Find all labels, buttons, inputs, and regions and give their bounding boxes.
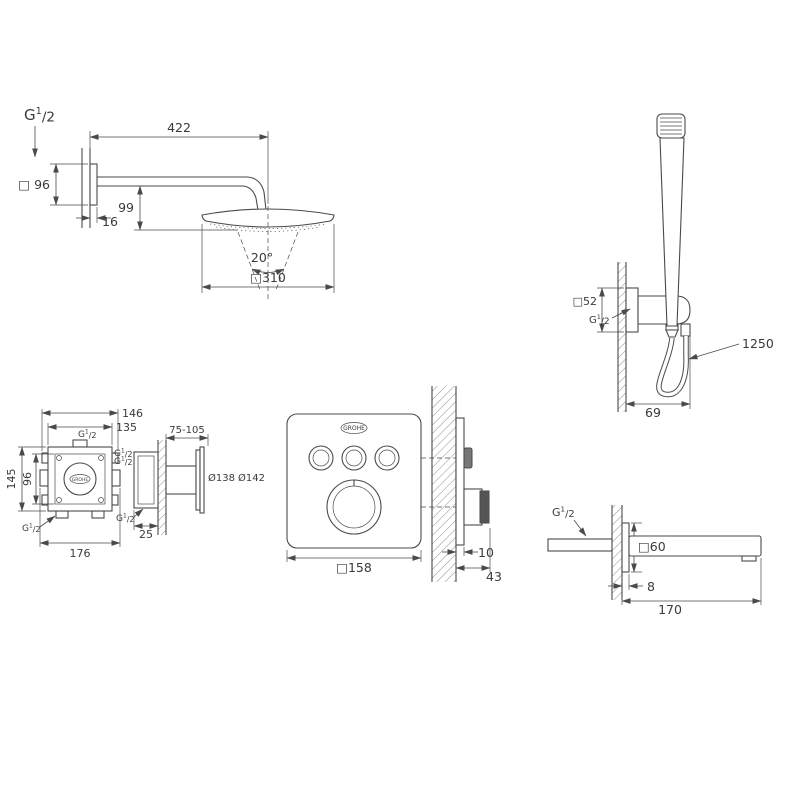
hose-length-leader xyxy=(688,343,740,360)
rough-in-box-side-view: 75-105 Ø138 Ø142 G1/2 G1/2 25 xyxy=(114,425,265,541)
arm-length-label: 422 xyxy=(167,120,191,135)
bath-spout-figure: G1/2 □60 8 170 xyxy=(547,505,762,617)
select-button-3 xyxy=(374,445,400,471)
spout-escutcheon-label: □60 xyxy=(638,539,666,554)
spray-angle-label: 20° xyxy=(251,250,273,265)
knob-knurled-grip xyxy=(479,490,490,524)
grohe-badge-box xyxy=(69,474,91,484)
plate-size-label: □158 xyxy=(336,560,372,575)
spray-angle-arc xyxy=(251,268,285,276)
box-port-bottom-right xyxy=(91,510,105,519)
box-throat xyxy=(165,465,197,495)
rough-in-box-body xyxy=(47,446,113,512)
wall-section-trim xyxy=(432,386,456,582)
thread-size-label-box-top: G1/2 xyxy=(78,429,97,440)
thread-size-label-handshower: G1/2 xyxy=(589,313,610,327)
box-height-outer-label: 145 xyxy=(5,469,18,490)
box-width-total-label: 176 xyxy=(70,547,91,560)
hose-length-label: 1250 xyxy=(742,336,774,351)
thread-size-label-box-right: G1/2 xyxy=(114,456,133,467)
hose-fitting xyxy=(680,323,691,337)
thread-size-label-head: G1/2 xyxy=(24,106,55,126)
trim-dia-inner-label: Ø138 xyxy=(208,472,235,484)
hand-shower-figure: □52 G1/2 1250 69 xyxy=(573,113,774,420)
select-button-2 xyxy=(341,445,367,471)
box-port-top xyxy=(72,439,88,448)
shower-arm-underside xyxy=(97,185,259,211)
box-port-left xyxy=(39,469,49,487)
box-port-bottom-left xyxy=(55,510,69,519)
flange-size-label: □ 96 xyxy=(18,177,50,192)
thread-leader-handshower xyxy=(611,308,631,319)
knob-side-profile xyxy=(463,488,483,526)
grohe-badge-plate xyxy=(340,422,368,434)
spray-cone-left xyxy=(237,231,261,291)
spout-length-label: 170 xyxy=(658,602,682,617)
wall-section xyxy=(618,262,626,412)
box-width-inner-label: 135 xyxy=(116,421,137,434)
spout-outlet xyxy=(741,555,757,562)
wall-section-side xyxy=(158,440,166,535)
thread-leader-spout xyxy=(573,519,587,537)
grohe-logo-plate: GROHE xyxy=(343,425,365,432)
box-rear-depth-label: 25 xyxy=(139,528,153,541)
thread-size-label-side-upper: G1/2 xyxy=(114,448,133,459)
head-drop-label: 99 xyxy=(118,200,134,215)
trim-plate-front-view: GROHE □158 xyxy=(286,413,422,575)
thread-size-label-side-lower: G1/2 xyxy=(116,513,135,524)
shower-holder xyxy=(637,295,691,325)
trim-dia-outer-label: Ø142 xyxy=(238,472,265,484)
spout-escutcheon xyxy=(621,522,630,573)
spray-face-texture-2 xyxy=(215,226,321,232)
mounting-depth-range-label: 75-105 xyxy=(169,425,204,436)
button-side-profile xyxy=(463,447,473,469)
box-port-right xyxy=(111,469,121,487)
handshower-escutcheon-label: □52 xyxy=(573,295,597,308)
arm-flange xyxy=(89,163,98,206)
holder-depth-label: 69 xyxy=(645,405,661,420)
spray-cone-right xyxy=(275,231,299,291)
box-body-side xyxy=(133,451,159,509)
thread-size-label-spout: G1/2 xyxy=(552,505,575,520)
flange-depth-label: 16 xyxy=(102,214,118,229)
trim-disc-inner xyxy=(195,449,201,511)
select-button-1 xyxy=(308,445,334,471)
box-center-opening xyxy=(63,462,97,496)
box-width-outer-label: 146 xyxy=(122,407,143,420)
shower-arm xyxy=(97,176,267,211)
overhead-shower-figure: 422 G1/2 □ 96 16 99 20° □310 xyxy=(18,106,335,300)
wall-section-spout xyxy=(612,505,622,600)
plate-standoff-label: 10 xyxy=(478,545,494,560)
plate-depth-label: 43 xyxy=(486,569,502,584)
box-height-inner-label: 96 xyxy=(21,472,34,486)
head-size-label: □310 xyxy=(250,270,286,285)
handle-cone xyxy=(665,329,679,338)
plate-side-profile xyxy=(455,417,465,546)
spout-supply-pipe xyxy=(547,538,613,552)
trim-plate-side-view: 10 43 xyxy=(421,386,502,584)
grohe-logo-box: GROHE xyxy=(72,477,89,483)
thread-size-label-box-bottom: G1/2 xyxy=(22,523,41,534)
trim-disc-outer xyxy=(199,446,205,514)
spout-escutcheon-depth-label: 8 xyxy=(647,579,655,594)
rough-in-box-front-view: GROHE 146 135 145 96 176 G1/2 G1/2 G1/2 xyxy=(5,407,143,560)
